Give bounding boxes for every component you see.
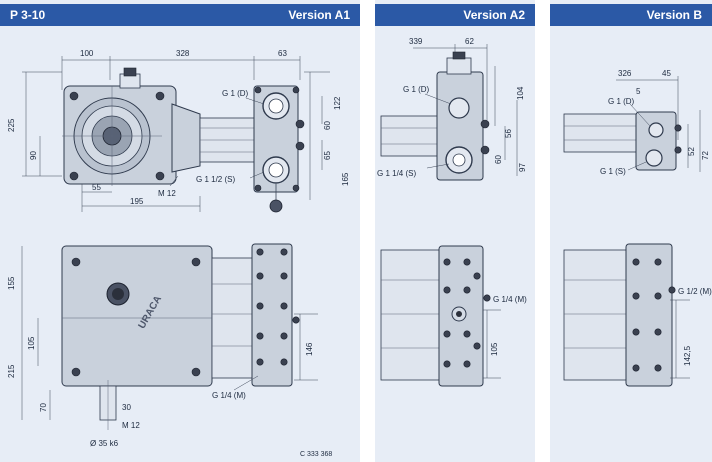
dim-63: 63: [278, 49, 287, 58]
dim-142-5: 142,5: [683, 345, 692, 366]
dim-146: 146: [305, 342, 314, 356]
dim-97: 97: [518, 163, 527, 172]
dim-195: 195: [130, 197, 144, 206]
panel-version-b: Version B 326 45 5 52 72 G 1 (D) G 1: [550, 0, 712, 462]
dim-60: 60: [494, 155, 503, 164]
dim-328: 328: [176, 49, 190, 58]
dim-339: 339: [409, 37, 423, 46]
label-g1s-b: G 1 (S): [600, 167, 626, 176]
label-g14m-a2: G 1/4 (M): [493, 295, 527, 304]
dim-155: 155: [7, 276, 16, 290]
pump-drawing-b: 326 45 5 52 72 G 1 (D) G 1 (S): [563, 69, 712, 387]
dim-65: 65: [323, 151, 332, 160]
dim-55: 55: [92, 183, 101, 192]
label-g1d: G 1 (D): [222, 89, 249, 98]
dim-105-a2: 105: [490, 342, 499, 356]
dim-122: 122: [333, 96, 342, 110]
dim-104: 104: [516, 86, 525, 100]
dim-56: 56: [504, 129, 513, 138]
dim-70: 70: [39, 403, 48, 412]
panel-version-a1: P 3-10 Version A1 100 328 63 225 90: [0, 0, 360, 462]
version-b-label: Version B: [646, 8, 702, 22]
version-a1-label: Version A1: [288, 8, 350, 22]
version-a2-label: Version A2: [463, 8, 525, 22]
label-g112s: G 1 1/2 (S): [196, 175, 235, 184]
dim-100: 100: [80, 49, 94, 58]
dim-225: 225: [7, 118, 16, 132]
drawing-code: C 333 368: [300, 451, 332, 458]
label-g12-b: G 1/2 (M): [678, 287, 712, 296]
label-g14m: G 1/4 (M): [212, 391, 246, 400]
label-m12-shaft: M 12: [122, 421, 140, 430]
panel-version-a2: Version A2 339 62 104 56 60: [375, 0, 535, 462]
dim-5: 5: [636, 87, 641, 96]
dim-45: 45: [662, 69, 671, 78]
label-g114s-a2: G 1 1/4 (S): [377, 169, 416, 178]
pump-drawing-a1: 100 328 63 225 90: [7, 49, 350, 458]
dim-52: 52: [687, 147, 696, 156]
dim-105: 105: [27, 336, 36, 350]
dim-60: 60: [323, 121, 332, 130]
model-label: P 3-10: [10, 8, 46, 22]
pump-drawing-a2: 339 62 104 56 60 97 G 1 (D) G 1 1/4 (S): [377, 37, 527, 387]
dim-326: 326: [618, 69, 632, 78]
label-m12: M 12: [158, 189, 176, 198]
dim-72: 72: [701, 151, 710, 160]
panel-header-b: Version B: [550, 4, 712, 26]
label-g1d-a2: G 1 (D): [403, 85, 430, 94]
dim-30: 30: [122, 403, 131, 412]
dim-62: 62: [465, 37, 474, 46]
dim-90: 90: [29, 151, 38, 160]
panel-header-a2: Version A2: [375, 4, 535, 26]
label-g1d-b: G 1 (D): [608, 97, 635, 106]
label-shaft-dia: Ø 35 k6: [90, 439, 119, 448]
dim-215: 215: [7, 364, 16, 378]
panel-header-a1: P 3-10 Version A1: [0, 4, 360, 26]
dim-165: 165: [341, 172, 350, 186]
